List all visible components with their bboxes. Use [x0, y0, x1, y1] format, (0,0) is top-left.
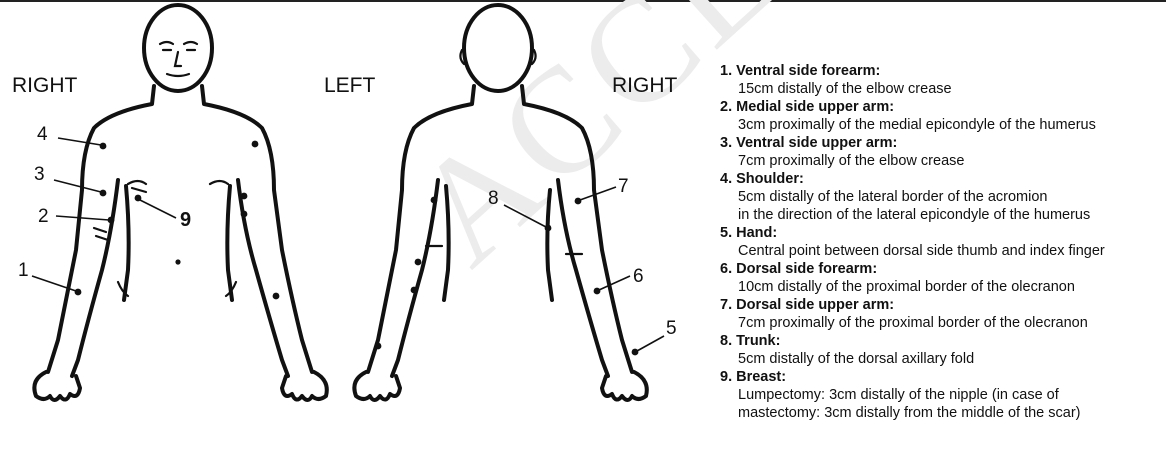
front-eyebrows [160, 42, 197, 44]
legend-item-desc: 7cm proximally of the proximal border of… [720, 314, 1160, 332]
legend-item-title: 9. Breast: [720, 368, 1160, 386]
front-hip-lines [118, 282, 236, 296]
front-body-figure: 4 3 2 1 9 RIGHT LEFT [12, 5, 376, 400]
legend-item-desc: Central point between dorsal side thumb … [720, 242, 1160, 260]
front-dot-left-shoulder [252, 141, 259, 148]
legend-item-title: 7. Dorsal side upper arm: [720, 296, 1160, 314]
back-dot-4 [375, 343, 382, 350]
front-dot-left-medial [241, 211, 248, 218]
legend-item: 4. Shoulder: 5cm distally of the lateral… [720, 170, 1160, 224]
legend-item: 5. Hand: Central point between dorsal si… [720, 224, 1160, 260]
leader-5 [637, 336, 664, 351]
legend-item-desc: Lumpectomy: 3cm distally of the nipple (… [720, 386, 1160, 404]
front-torso-sides [124, 186, 232, 300]
front-chest-lines [128, 181, 228, 184]
marker-3: 3 [34, 164, 45, 185]
marker-8: 8 [488, 188, 499, 209]
marker-5: 5 [666, 318, 677, 339]
legend-item: 3. Ventral side upper arm: 7cm proximall… [720, 134, 1160, 170]
back-dot-forearm [594, 288, 601, 295]
legend-item-title: 8. Trunk: [720, 332, 1160, 350]
leader-3 [54, 180, 101, 192]
back-dot-upper-arm [575, 198, 582, 205]
legend-item-desc: 5cm distally of the dorsal axillary fold [720, 350, 1160, 368]
back-dot-2 [415, 259, 422, 266]
front-nose [175, 52, 181, 66]
legend-item-desc: 3cm proximally of the medial epicondyle … [720, 116, 1160, 134]
legend-item-desc: in the direction of the lateral epicondy… [720, 206, 1160, 224]
front-mouth [167, 74, 189, 76]
back-head [464, 5, 532, 91]
front-scar-marks [94, 228, 108, 240]
back-dot-3 [411, 287, 418, 294]
marker-1: 1 [18, 260, 29, 281]
back-body-figure: 8 7 6 5 RIGHT [354, 5, 677, 400]
legend-item: 2. Medial side upper arm: 3cm proximally… [720, 98, 1160, 134]
legend-item-title: 6. Dorsal side forearm: [720, 260, 1160, 278]
back-ears [460, 50, 535, 64]
label-right-front: RIGHT [12, 74, 78, 97]
measurement-site-legend: 1. Ventral side forearm: 15cm distally o… [720, 62, 1160, 422]
leader-7 [580, 187, 616, 200]
leader-2 [56, 216, 109, 220]
marker-2: 2 [38, 206, 49, 227]
leader-4 [58, 138, 101, 145]
legend-item: 6. Dorsal side forearm: 10cm distally of… [720, 260, 1160, 296]
legend-item-desc: 10cm distally of the proximal border of … [720, 278, 1160, 296]
legend-item-desc: 7cm proximally of the elbow crease [720, 152, 1160, 170]
marker-4: 4 [37, 124, 48, 145]
legend-item: 9. Breast: Lumpectomy: 3cm distally of t… [720, 368, 1160, 422]
leader-9 [140, 200, 176, 218]
legend-item: 7. Dorsal side upper arm: 7cm proximally… [720, 296, 1160, 332]
leader-6 [599, 276, 630, 290]
back-dot-trunk [545, 225, 552, 232]
front-dot-left-upper-arm [241, 193, 248, 200]
front-dot-navel [175, 259, 180, 264]
marker-9: 9 [180, 209, 191, 231]
front-dot-shoulder [100, 143, 107, 150]
front-head [144, 5, 212, 91]
body-diagram: 4 3 2 1 9 RIGHT LEFT [0, 0, 710, 476]
legend-item-title: 5. Hand: [720, 224, 1160, 242]
marker-7: 7 [618, 176, 629, 197]
legend-item-title: 1. Ventral side forearm: [720, 62, 1160, 80]
legend-item-desc: 15cm distally of the elbow crease [720, 80, 1160, 98]
legend-item-title: 3. Ventral side upper arm: [720, 134, 1160, 152]
back-dot-1 [431, 197, 438, 204]
label-left: LEFT [324, 74, 376, 97]
front-breast-scar [132, 188, 146, 192]
marker-6: 6 [633, 266, 644, 287]
legend-item: 8. Trunk: 5cm distally of the dorsal axi… [720, 332, 1160, 368]
leader-8 [504, 205, 546, 227]
front-dot-left-forearm [273, 293, 280, 300]
back-inner-arms [392, 180, 608, 376]
legend-item: 1. Ventral side forearm: 15cm distally o… [720, 62, 1160, 98]
label-right-back: RIGHT [612, 74, 678, 97]
back-dot-hand [632, 349, 639, 356]
legend-item-desc: 5cm distally of the lateral border of th… [720, 188, 1160, 206]
front-dot-forearm [75, 289, 82, 296]
legend-item-desc: mastectomy: 3cm distally from the middle… [720, 404, 1160, 422]
front-dot-upper-arm [100, 190, 107, 197]
legend-item-title: 4. Shoulder: [720, 170, 1160, 188]
legend-item-title: 2. Medial side upper arm: [720, 98, 1160, 116]
